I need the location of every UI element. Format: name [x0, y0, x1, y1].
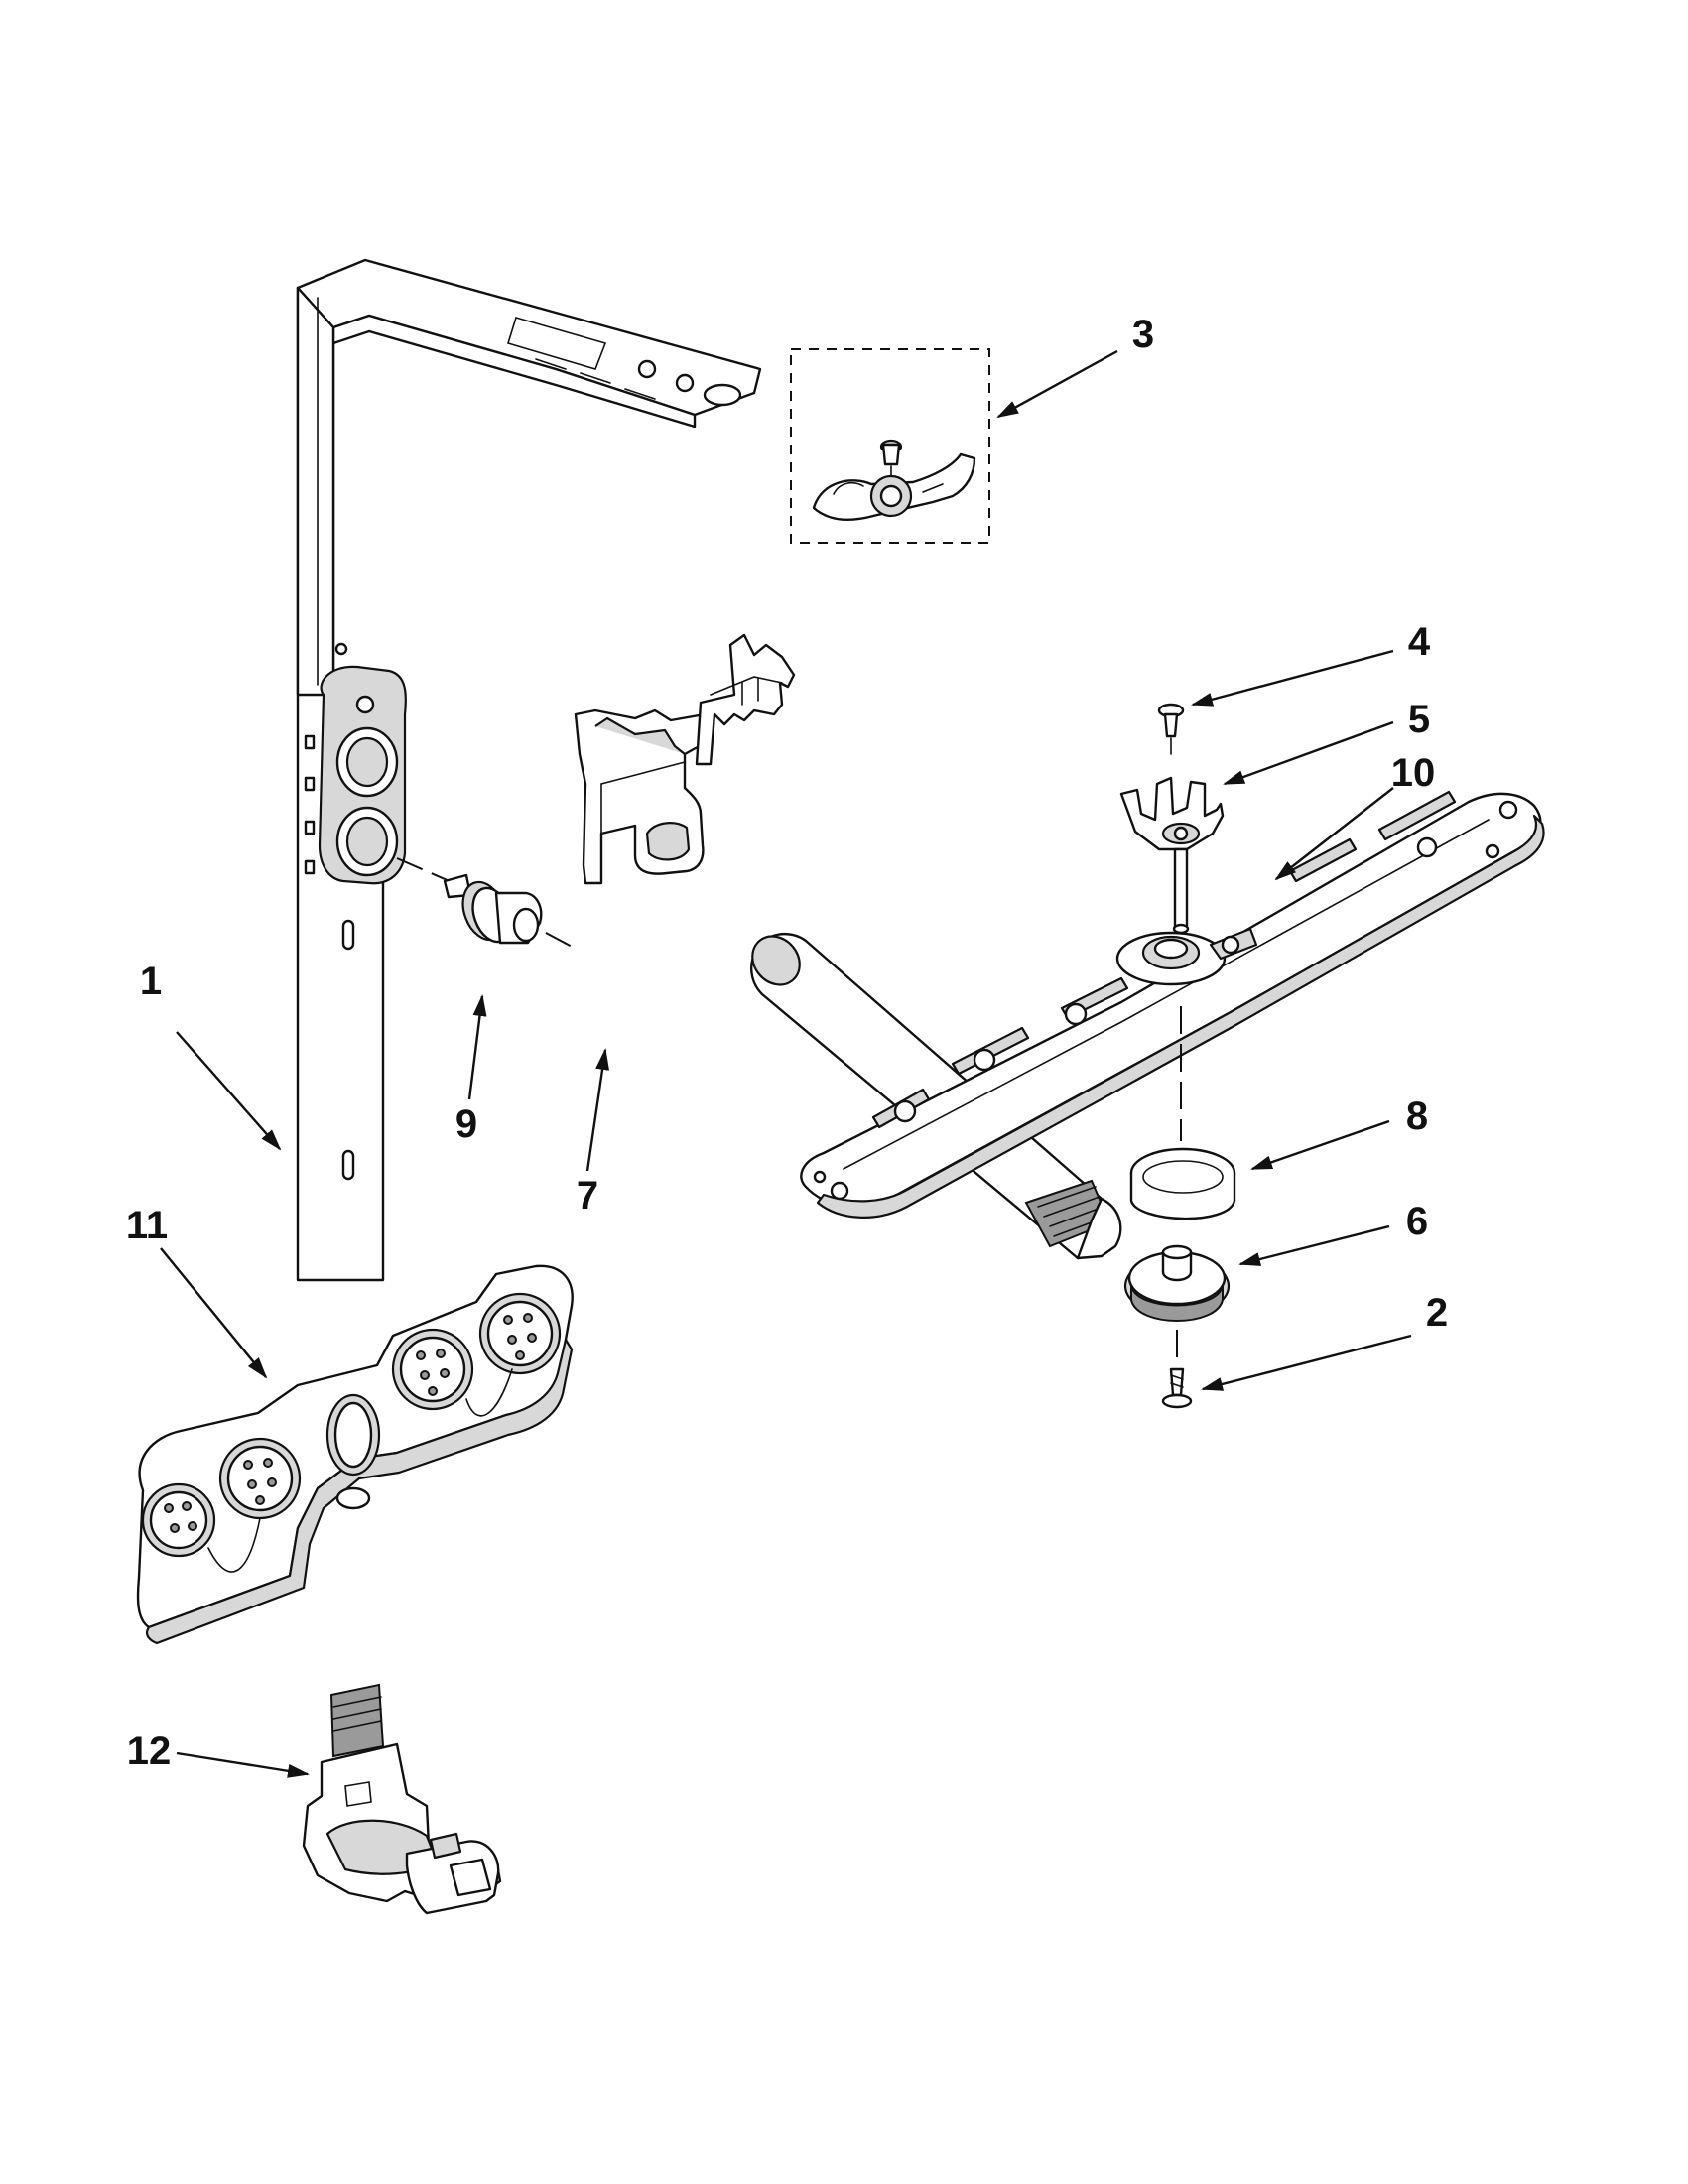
callout-10: 10	[1391, 751, 1436, 795]
part-6-bearing	[1123, 1244, 1231, 1322]
part-7-bracket	[574, 633, 796, 885]
part-12-connector	[302, 1683, 502, 1915]
callout-7: 7	[577, 1174, 598, 1218]
callout-9: 9	[455, 1102, 477, 1146]
part-3-assembly	[790, 348, 990, 544]
leader-4	[1191, 649, 1394, 707]
part-2-screw	[1161, 1330, 1193, 1409]
callout-4: 4	[1408, 620, 1431, 664]
leader-1	[176, 1031, 282, 1151]
callout-12: 12	[127, 1730, 172, 1773]
callout-labels: 1 2 3 4 5 6 7 8 9 10 11 12	[126, 313, 1448, 1773]
leader-7	[585, 1048, 610, 1172]
part-5-clip	[1119, 776, 1225, 1141]
leader-5	[1223, 720, 1394, 786]
callout-2: 2	[1426, 1291, 1448, 1335]
leader-10	[1274, 787, 1394, 881]
callout-11: 11	[126, 1204, 168, 1247]
leader-lines	[160, 349, 1412, 1778]
leader-6	[1238, 1224, 1390, 1266]
callout-5: 5	[1408, 698, 1430, 741]
nozzle-dots	[164, 1313, 537, 1533]
part-10-spray-arm	[750, 790, 1545, 1260]
callout-1: 1	[140, 960, 162, 1003]
part-11-spray-manifold	[136, 1264, 574, 1645]
part-8-ring	[1129, 1147, 1236, 1220]
callout-8: 8	[1406, 1094, 1428, 1138]
part-4-screw	[1157, 703, 1185, 755]
part-1-supply-tube	[296, 258, 762, 1282]
callout-6: 6	[1406, 1200, 1428, 1243]
leader-11	[160, 1247, 268, 1379]
leader-9	[467, 994, 487, 1100]
leader-2	[1201, 1334, 1412, 1391]
leader-3	[996, 349, 1118, 419]
leader-12	[176, 1751, 310, 1778]
part-9-fitting	[396, 857, 577, 950]
callout-3: 3	[1132, 313, 1154, 356]
leader-8	[1250, 1119, 1390, 1171]
